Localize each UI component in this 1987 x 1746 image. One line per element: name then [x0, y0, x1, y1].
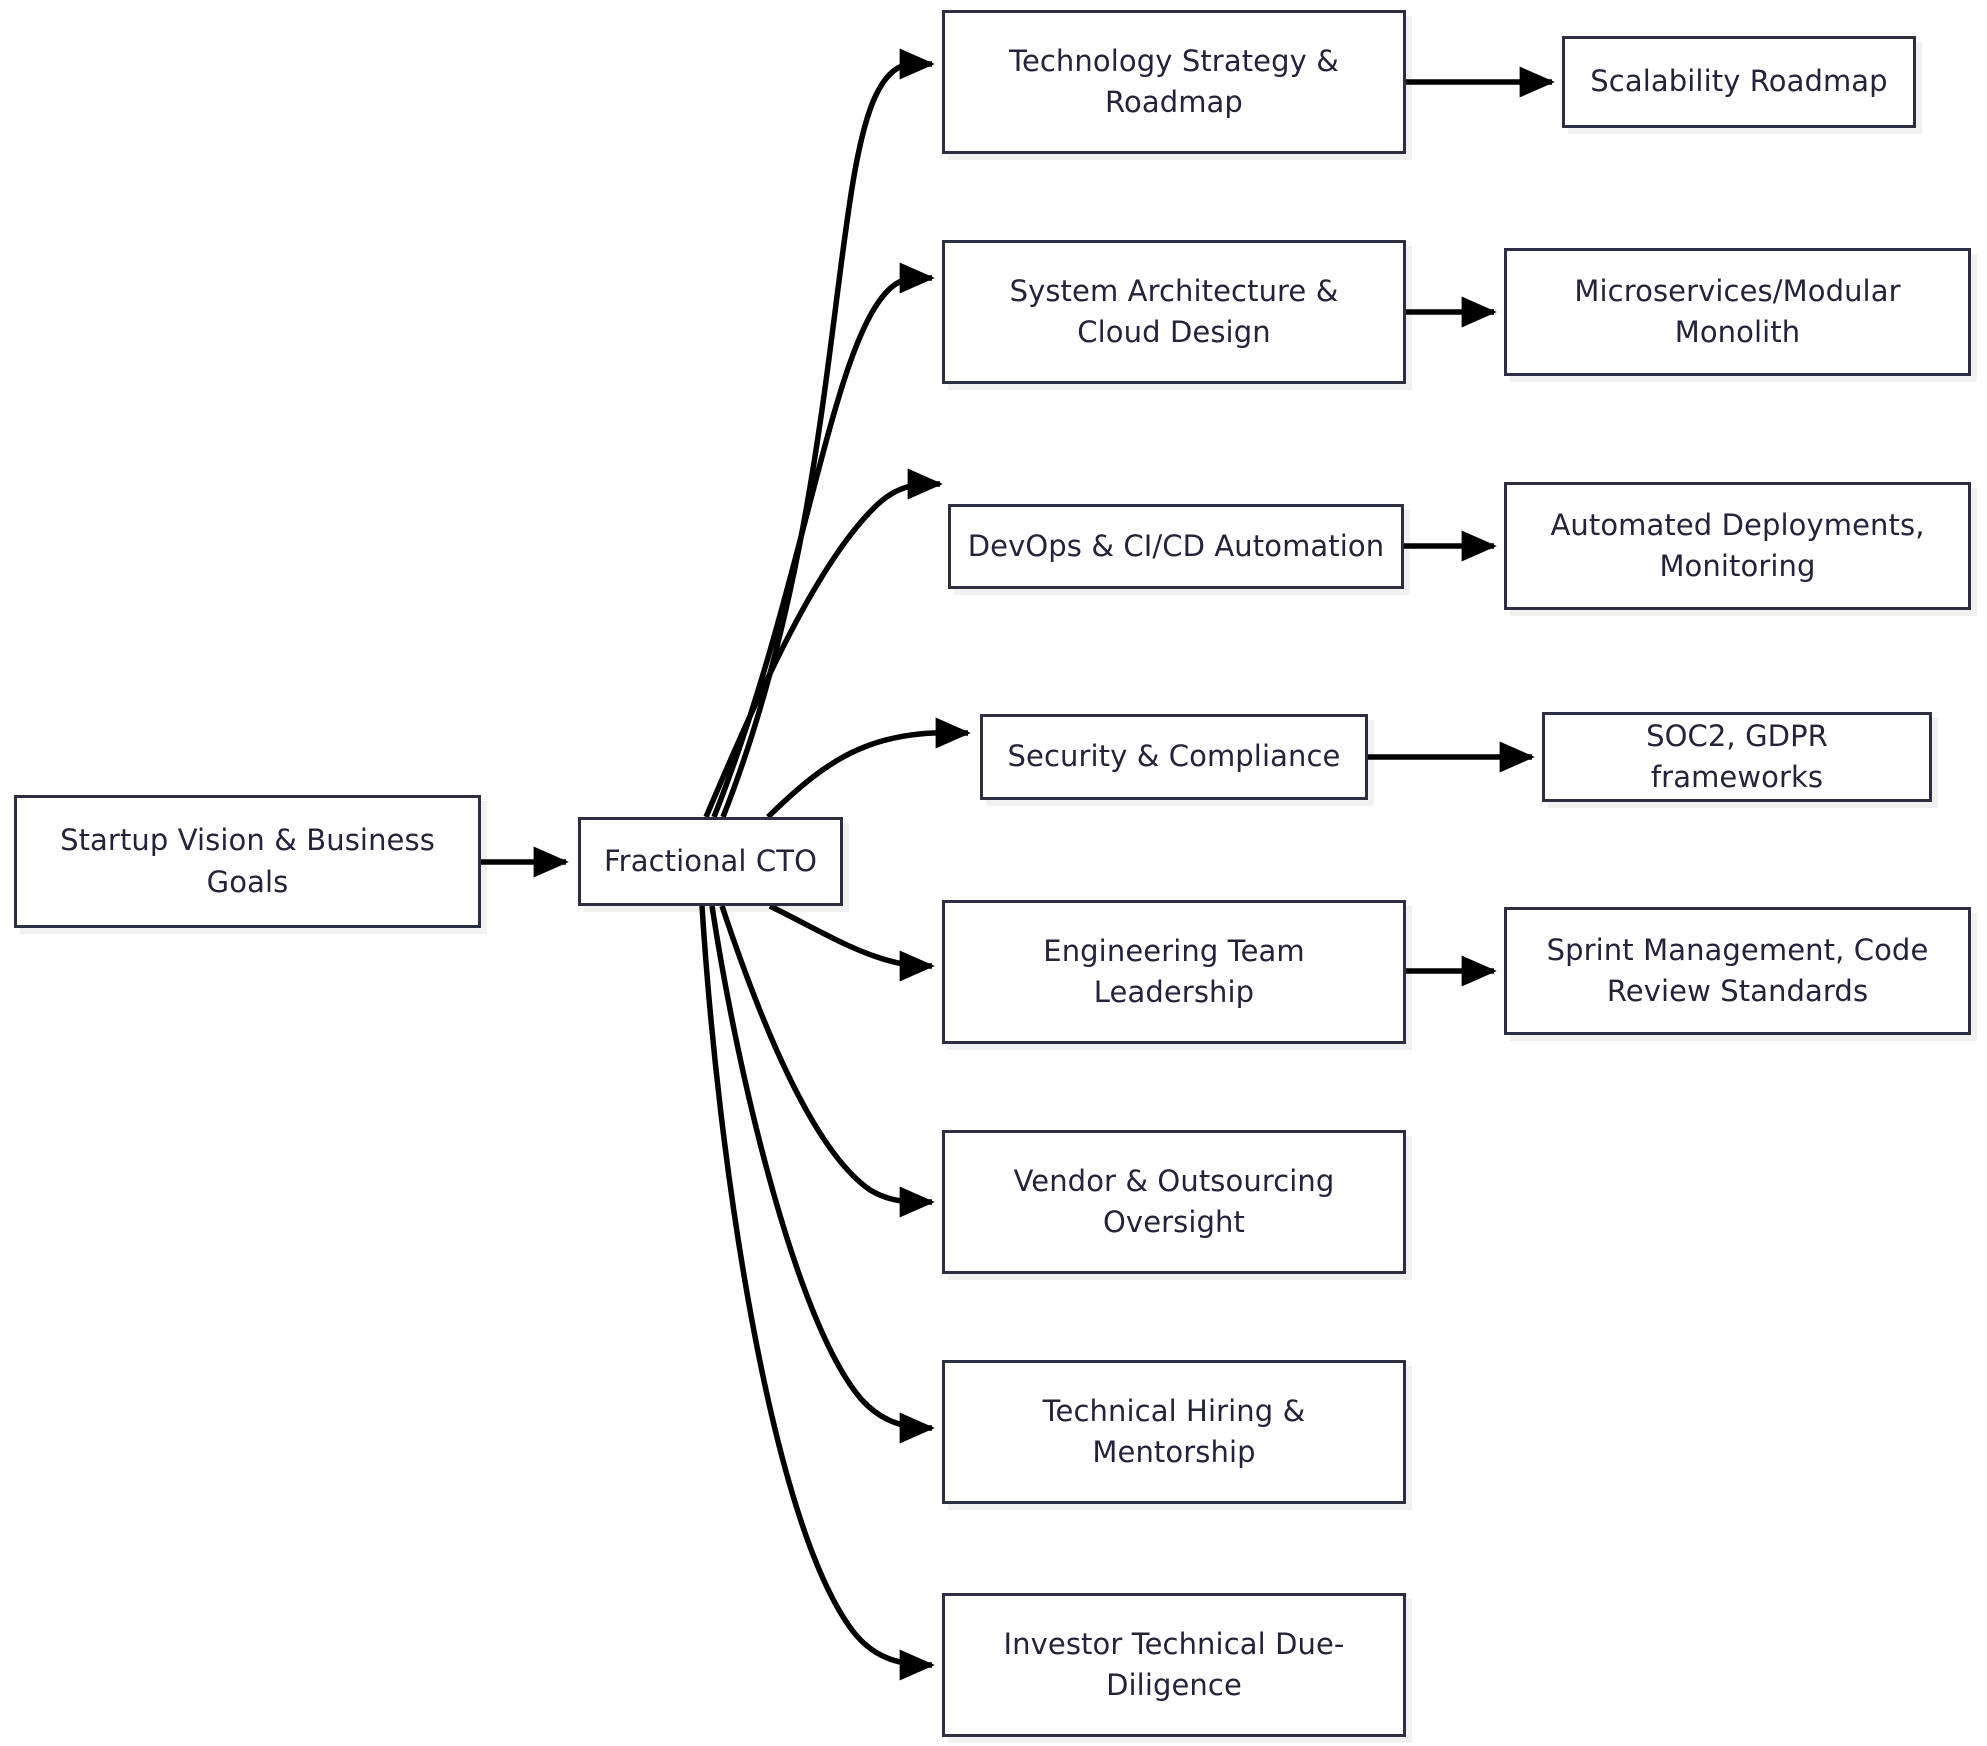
edge-hub-to-vendor-oversight: [719, 905, 935, 1218]
edge-hub-to-investor-dd: [699, 905, 935, 1681]
node-system-architecture-label: System Architecture & Cloud Design: [1009, 273, 1339, 349]
node-fractional-cto-label: Fractional CTO: [604, 843, 817, 878]
node-engineering-team-leadership[interactable]: Engineering Team Leadership: [942, 900, 1406, 1044]
node-vendor-outsourcing-oversight[interactable]: Vendor & Outsourcing Oversight: [942, 1130, 1406, 1274]
node-investor-technical-due-diligence-label: Investor Technical Due- Diligence: [1003, 1626, 1345, 1702]
node-system-architecture[interactable]: System Architecture & Cloud Design: [942, 240, 1406, 384]
node-engineering-team-leadership-label: Engineering Team Leadership: [1043, 933, 1305, 1009]
node-soc2-gdpr-frameworks-label: SOC2, GDPR frameworks: [1646, 718, 1828, 794]
edge-hub-to-devops-cicd: [703, 468, 943, 819]
edge-hub-to-technical-hiring: [709, 905, 935, 1444]
node-startup-vision[interactable]: Startup Vision & Business Goals: [14, 795, 481, 928]
node-technology-strategy-label: Technology Strategy & Roadmap: [1009, 43, 1339, 119]
node-devops-cicd[interactable]: DevOps & CI/CD Automation: [948, 504, 1404, 589]
node-automated-deployments-monitoring[interactable]: Automated Deployments, Monitoring: [1504, 482, 1971, 610]
node-security-compliance-label: Security & Compliance: [1007, 739, 1341, 774]
edge-hub-to-tech-strategy: [720, 48, 935, 819]
node-sprint-management-code-review-label: Sprint Management, Code Review Standards: [1546, 932, 1929, 1008]
node-scalability-roadmap-label: Scalability Roadmap: [1590, 64, 1888, 99]
node-automated-deployments-monitoring-label: Automated Deployments, Monitoring: [1550, 507, 1925, 583]
node-technology-strategy[interactable]: Technology Strategy & Roadmap: [942, 10, 1406, 154]
node-fractional-cto[interactable]: Fractional CTO: [578, 817, 843, 906]
edge-hub-to-system-architecture: [711, 262, 935, 819]
edge-hub-to-eng-team-leadership: [768, 903, 935, 982]
node-technical-hiring-mentorship-label: Technical Hiring & Mentorship: [1042, 1393, 1306, 1469]
node-scalability-roadmap[interactable]: Scalability Roadmap: [1562, 36, 1916, 128]
node-technical-hiring-mentorship[interactable]: Technical Hiring & Mentorship: [942, 1360, 1406, 1504]
node-investor-technical-due-diligence[interactable]: Investor Technical Due- Diligence: [942, 1593, 1406, 1737]
node-microservices-modular-monolith[interactable]: Microservices/Modular Monolith: [1504, 248, 1971, 376]
node-devops-cicd-label: DevOps & CI/CD Automation: [967, 528, 1385, 563]
edge-hub-to-security-compliance: [766, 717, 971, 819]
node-microservices-modular-monolith-label: Microservices/Modular Monolith: [1574, 273, 1901, 349]
node-soc2-gdpr-frameworks[interactable]: SOC2, GDPR frameworks: [1542, 712, 1932, 802]
node-vendor-outsourcing-oversight-label: Vendor & Outsourcing Oversight: [1013, 1163, 1335, 1239]
node-sprint-management-code-review[interactable]: Sprint Management, Code Review Standards: [1504, 907, 1971, 1035]
node-security-compliance[interactable]: Security & Compliance: [980, 714, 1368, 800]
node-startup-vision-label: Startup Vision & Business Goals: [60, 823, 435, 899]
